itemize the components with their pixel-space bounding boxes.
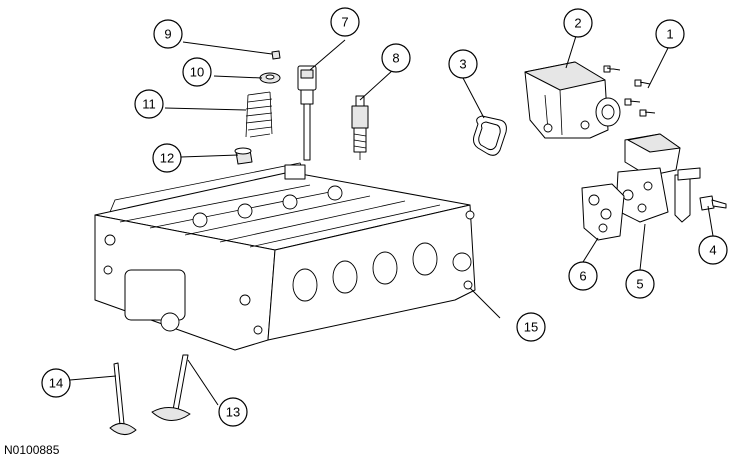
callout-1-label: 1: [666, 27, 673, 42]
valve-stem-seal-12: [234, 147, 253, 165]
exhaust-valve-14: [109, 362, 137, 435]
callout-2: 2: [563, 8, 593, 38]
callout-13: 13: [218, 397, 248, 427]
callout-3: 3: [448, 49, 478, 79]
gasket-3: [473, 115, 507, 156]
callout-3-label: 3: [459, 57, 466, 72]
callout-7-label: 7: [341, 15, 348, 30]
callout-12: 12: [152, 143, 182, 173]
cylinder-head: [94, 162, 476, 351]
callout-2-label: 2: [574, 16, 581, 31]
callout-8-label: 8: [392, 51, 399, 66]
callout-14-label: 14: [49, 376, 63, 391]
valve-collet-9: [271, 50, 281, 60]
callout-1: 1: [655, 19, 685, 49]
callout-14: 14: [41, 368, 71, 398]
bolts-1: [603, 65, 656, 117]
callout-5: 5: [625, 269, 655, 299]
spark-plug-8: [351, 95, 369, 160]
callout-15: 15: [516, 312, 546, 342]
callout-4: 4: [698, 235, 728, 265]
intake-valve-13: [151, 354, 191, 421]
callout-6-label: 6: [579, 269, 586, 284]
valve-spring-11: [245, 91, 273, 138]
gasket-6: [581, 183, 625, 241]
callout-15-label: 15: [524, 320, 538, 335]
callout-10: 10: [182, 57, 212, 87]
valve-spring-retainer-10: [259, 72, 281, 84]
callout-12-label: 12: [160, 151, 174, 166]
housing-2: [524, 61, 621, 139]
figure-id: N0100885: [4, 443, 60, 457]
callout-6: 6: [568, 261, 598, 291]
bolt-4: [699, 195, 727, 211]
callout-11: 11: [134, 89, 164, 119]
callout-8: 8: [381, 43, 411, 73]
callout-5-label: 5: [636, 277, 643, 292]
callout-9: 9: [153, 19, 183, 49]
callout-4-label: 4: [709, 243, 716, 258]
callout-13-label: 13: [226, 405, 240, 420]
callout-11-label: 11: [142, 97, 156, 112]
callout-9-label: 9: [164, 27, 171, 42]
egr-valve-5: [615, 133, 701, 223]
leader-lines: [69, 35, 714, 406]
callout-7: 7: [330, 7, 360, 37]
ignition-coil-7: [297, 65, 317, 161]
callout-10-label: 10: [190, 65, 204, 80]
